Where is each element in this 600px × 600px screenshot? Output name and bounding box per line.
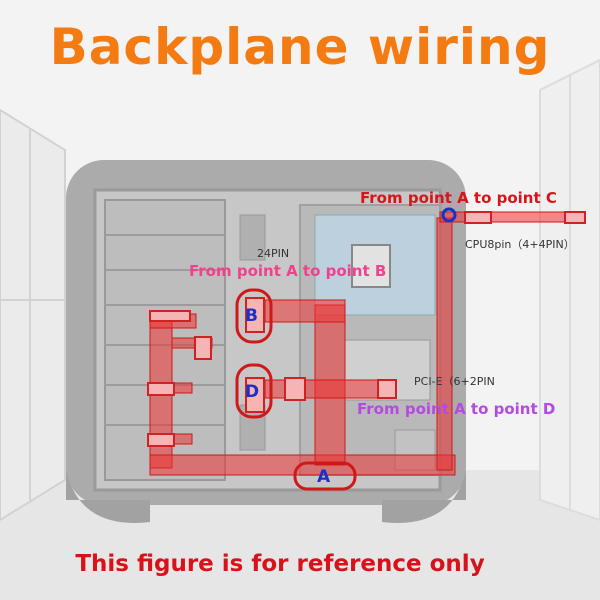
background-right-window — [539, 58, 600, 522]
connector-label-24pin: 24PIN — [257, 247, 290, 260]
route-label-a-to-d: From point A to point D — [357, 400, 556, 418]
point-markers — [235, 207, 457, 491]
point-c-marker — [441, 207, 457, 223]
route-label-a-to-c: From point A to point C — [360, 189, 557, 207]
reference-note: This figure is for reference only — [75, 551, 485, 577]
connector-label-cpu: CPU8pin（4+4PIN） — [465, 238, 575, 251]
background-window — [0, 108, 66, 522]
connector-label-pcie: PCI-E（6+2PIN — [414, 375, 495, 388]
point-b-label: B — [245, 306, 258, 326]
point-a-marker — [293, 461, 357, 491]
point-d-label: D — [245, 382, 260, 402]
connector-plugs — [147, 211, 586, 447]
point-d-marker — [235, 363, 273, 419]
route-label-a-to-b: From point A to point B — [189, 262, 387, 280]
point-b-marker — [235, 288, 273, 344]
cable-runs — [149, 211, 586, 476]
point-a-label: A — [317, 467, 331, 487]
page-title: Backplane wiring — [49, 18, 551, 76]
